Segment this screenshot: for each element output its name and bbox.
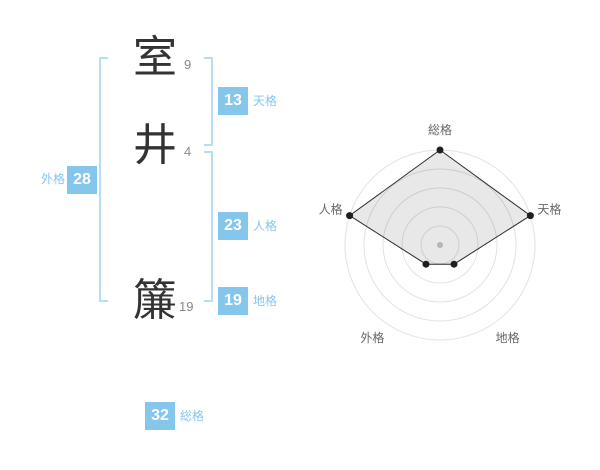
stroke-count-3: 19 <box>179 299 194 314</box>
radar-point <box>436 146 444 154</box>
chikaku-value-badge: 19 <box>218 287 248 315</box>
jinkaku-bracket <box>204 151 213 302</box>
tenkaku-value-badge: 13 <box>218 87 248 115</box>
radar-axis-label: 外格 <box>360 330 384 345</box>
stroke-count-2: 4 <box>184 144 192 159</box>
radar-ring <box>401 206 479 284</box>
radar-point <box>450 260 458 268</box>
radar-ring <box>363 168 517 322</box>
radar-polygon <box>348 149 532 265</box>
soukaku-value-badge: 32 <box>145 402 175 430</box>
radar-point <box>526 212 534 220</box>
tenkaku-bracket <box>204 57 213 146</box>
radar-ring <box>382 187 498 303</box>
jinkaku-value-badge: 23 <box>218 212 248 240</box>
radar-point <box>422 260 430 268</box>
radar-axis-label: 天格 <box>537 202 561 217</box>
radar-axis-label: 人格 <box>319 202 343 217</box>
gaikaku-value-badge: 28 <box>67 166 97 194</box>
chikaku-label: 地格 <box>253 294 278 308</box>
name-char-1: 室 <box>133 33 177 82</box>
gaikaku-bracket <box>99 57 108 302</box>
soukaku-label: 総格 <box>180 409 205 423</box>
tenkaku-label: 天格 <box>253 94 278 108</box>
name-char-3: 簾 <box>133 276 177 325</box>
stroke-count-1: 9 <box>184 57 192 72</box>
name-char-2: 井 <box>133 121 177 170</box>
jinkaku-label: 人格 <box>253 219 278 233</box>
radar-axis-label: 地格 <box>496 330 520 345</box>
radar-center-dot <box>437 242 443 248</box>
radar-axis-label: 総格 <box>428 122 452 137</box>
radar-point <box>346 212 354 220</box>
gaikaku-label: 外格 <box>41 172 66 186</box>
